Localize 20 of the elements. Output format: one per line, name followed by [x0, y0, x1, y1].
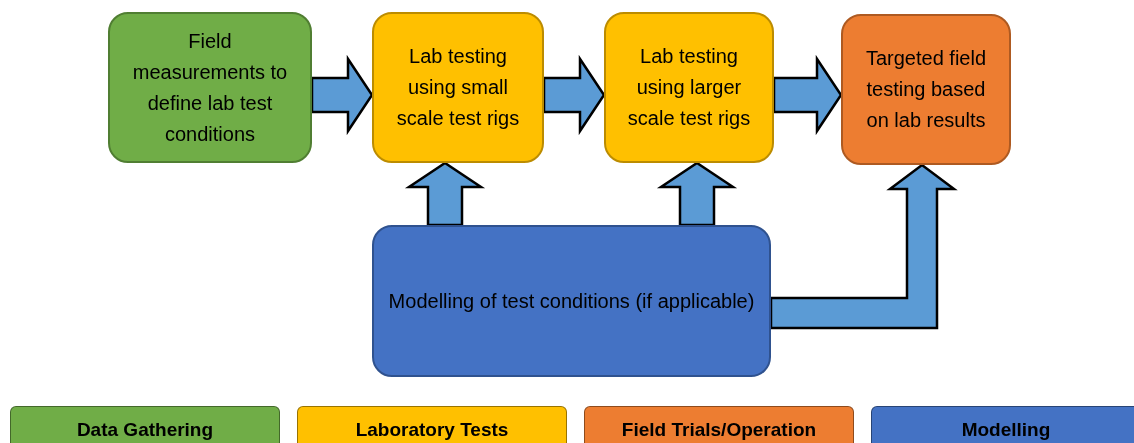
block-arrow: [769, 163, 958, 330]
block-arrow: [772, 54, 843, 136]
box-text: Lab testing using larger scale test rigs: [626, 44, 752, 131]
box-text: Lab testing using small scale test rigs: [395, 44, 521, 131]
legend-text: Modelling: [961, 418, 1051, 442]
legend-text: Data Gathering: [76, 418, 214, 442]
legend-text: Field Trials/Operation: [621, 418, 817, 442]
box-text: Modelling of test conditions (if applicable): [388, 288, 755, 314]
block-arrow: [404, 161, 486, 227]
process-box: [372, 225, 771, 377]
block-arrow: [310, 54, 374, 136]
box-text: Targeted field testing based on lab results: [864, 46, 988, 133]
process-box: [841, 14, 1011, 165]
process-box: [604, 12, 774, 163]
process-box: [372, 12, 544, 163]
process-box: [108, 12, 312, 163]
box-text: Field measurements to define lab test conditions: [131, 28, 289, 147]
block-arrow: [542, 54, 606, 136]
block-arrow: [656, 161, 738, 227]
legend-text: Laboratory Tests: [355, 418, 509, 442]
